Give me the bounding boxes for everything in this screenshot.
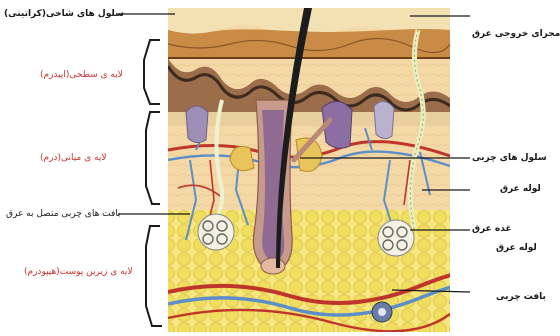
sweat-gland-right xyxy=(378,220,414,256)
label-sweat-tube: لوله عرق xyxy=(496,243,537,254)
bracket-epidermis xyxy=(144,40,160,104)
bracket-dermis xyxy=(146,112,160,204)
skin-block xyxy=(168,8,465,332)
label-sweat-outlet: مجرای خروجی عرق xyxy=(472,29,560,40)
label-fat-attached-sweat: بافت های چربی متصل به عرق xyxy=(6,209,121,220)
bracket-hypodermis xyxy=(146,226,162,326)
label-sweat-gland: غده عرق xyxy=(472,224,512,235)
epidermis-upper xyxy=(168,29,450,58)
label-sweat-duct: لوله عرق xyxy=(500,184,541,195)
label-sebaceous-cells: سلول های چربی xyxy=(472,153,547,164)
label-keratin-cells: سلول های شاخی(کراتینی) xyxy=(4,9,124,20)
label-hypodermis: لایه ی زیرین پوست(هیپودرم) xyxy=(24,267,133,278)
label-dermis: لایه ی میانی(درم) xyxy=(40,153,106,164)
label-epidermis: لایه ی سطحی(اپیدرم) xyxy=(40,70,123,81)
label-fat-tissue: بافت چربی xyxy=(496,292,546,303)
sweat-gland-left xyxy=(198,214,234,250)
